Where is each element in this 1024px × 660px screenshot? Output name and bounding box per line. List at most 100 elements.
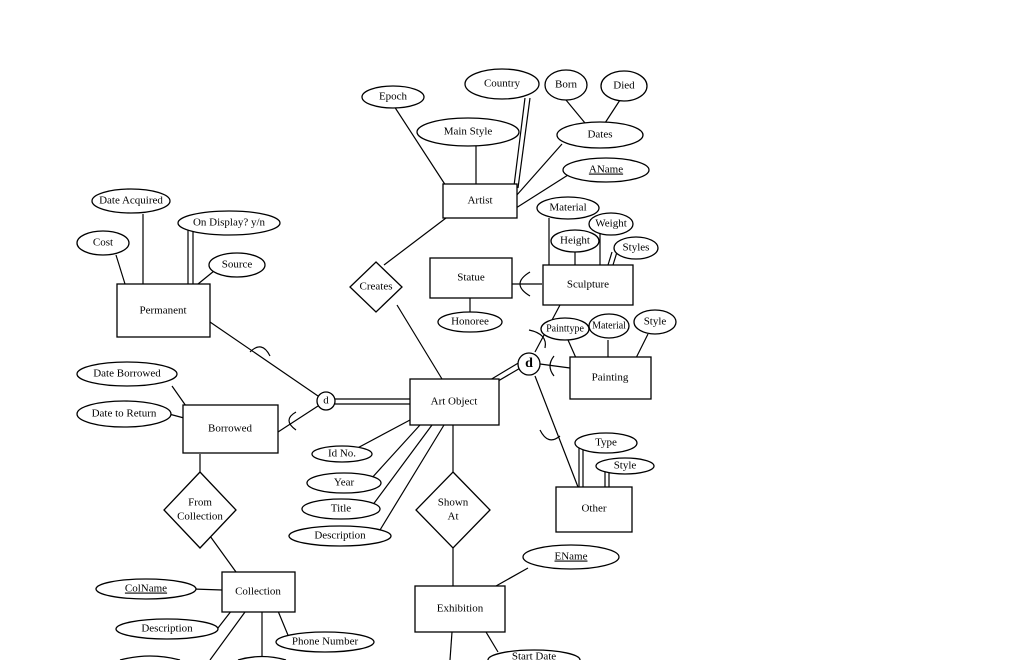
entities: Artist Statue Sculpture Permanent Borrow… — [116, 183, 652, 633]
entity-artist-label: Artist — [467, 195, 492, 207]
arc-borrowed — [288, 411, 297, 431]
attr-description-art: Description — [288, 525, 392, 547]
line-description-artobject — [379, 424, 445, 531]
attr-died-label: Died — [613, 80, 635, 92]
attr-style-painting-label: Style — [644, 316, 667, 328]
line-dateborrowed-borrowed — [171, 385, 187, 407]
line-d2-painting — [539, 363, 571, 369]
attr-colname: ColName — [95, 578, 197, 600]
entity-sculpture: Sculpture — [542, 264, 634, 306]
entity-statue: Statue — [429, 257, 513, 299]
line-creates-artobject — [396, 304, 443, 380]
arc-painting — [549, 355, 555, 377]
relationship-from-collection-label-line1: From — [188, 497, 212, 509]
attr-painttype: Painttype — [540, 317, 590, 341]
line-artobject-d2-1 — [489, 361, 521, 381]
line-epoch-artist — [393, 105, 447, 187]
relationship-shown-at-label-line1: Shown — [438, 497, 469, 509]
line-descriptioncol-collection — [217, 609, 233, 629]
entity-borrowed-label: Borrowed — [208, 423, 252, 435]
attr-ename-label: EName — [555, 551, 588, 563]
attr-date-to-return: Date to Return — [76, 400, 172, 428]
attr-source-label: Source — [222, 259, 253, 271]
attr-partial-middle — [237, 655, 287, 660]
attr-main-style-label: Main Style — [444, 126, 493, 138]
attr-year-label: Year — [334, 477, 355, 489]
attr-aname-label: AName — [589, 164, 623, 176]
line-d2-other — [534, 375, 579, 488]
specializations: d d — [316, 352, 541, 411]
attr-styles: Styles — [613, 236, 659, 260]
attr-dates-label: Dates — [587, 129, 612, 141]
line-died-dates — [604, 99, 621, 124]
attr-on-display: On Display? y/n — [177, 210, 281, 236]
attr-id-no: Id No. — [311, 445, 373, 463]
arc-other — [539, 429, 561, 441]
relationship-creates: Creates — [349, 261, 403, 313]
disjoint-circle-art-object: d — [316, 391, 336, 411]
entity-permanent-label: Permanent — [139, 305, 186, 317]
line-permanent-d — [209, 321, 319, 397]
relationship-creates-label: Creates — [360, 281, 393, 293]
connector-lines — [115, 97, 649, 660]
attr-start-date: Start Date — [487, 649, 581, 660]
line-painttype-painting — [567, 339, 577, 359]
relationships: Creates From Collection Shown At — [163, 261, 491, 549]
relationship-shown-at-label-line2: At — [448, 511, 459, 523]
line-ename-exhibition — [495, 567, 529, 587]
disjoint-circle-type: d — [517, 352, 541, 376]
attributes: Epoch Country Born Died Main Style Dates… — [76, 68, 677, 660]
attr-phone-number: Phone Number — [275, 631, 375, 653]
line-year-artobject — [369, 424, 421, 481]
attr-material-painting: Material — [588, 313, 630, 339]
attr-born-label: Born — [555, 79, 578, 91]
attr-styles-label: Styles — [623, 242, 650, 254]
attr-date-borrowed-label: Date Borrowed — [93, 368, 161, 380]
attr-start-date-label: Start Date — [512, 651, 556, 660]
entity-collection: Collection — [221, 571, 296, 613]
relationship-from-collection-label-line2: Collection — [177, 511, 223, 523]
attr-material-painting-label: Material — [592, 320, 626, 331]
line-colname-collection — [192, 588, 223, 591]
line-styles-sculpture-2 — [612, 251, 618, 266]
attr-description-col-label: Description — [141, 623, 193, 635]
attr-date-to-return-label: Date to Return — [92, 408, 157, 420]
entity-sculpture-label: Sculpture — [567, 279, 609, 291]
attr-material-sculpture: Material — [536, 196, 600, 220]
attr-epoch-label: Epoch — [379, 91, 408, 103]
line-dates-artist — [515, 143, 563, 197]
attr-country-label: Country — [484, 78, 521, 90]
relationship-shown-at: Shown At — [415, 471, 491, 549]
attr-style-other-label: Style — [614, 460, 637, 472]
attr-cost-label: Cost — [93, 237, 113, 249]
entity-art-object: Art Object — [409, 378, 500, 426]
line-country-artist-2 — [517, 97, 531, 189]
line-styles-sculpture-1 — [607, 251, 613, 266]
disjoint-circle-type-label: d — [525, 356, 533, 371]
attr-aname: AName — [562, 157, 650, 183]
attr-on-display-label: On Display? y/n — [193, 217, 266, 229]
entity-exhibition-label: Exhibition — [437, 603, 484, 615]
relationship-from-collection: From Collection — [163, 471, 237, 549]
arc-sculpture — [528, 329, 547, 349]
line-aname-artist — [515, 174, 569, 209]
attr-source: Source — [208, 252, 266, 278]
attr-year: Year — [306, 472, 382, 494]
attr-type: Type — [574, 432, 638, 454]
attr-cost: Cost — [76, 230, 130, 256]
disjoint-circle-art-object-label: d — [323, 395, 329, 407]
attr-honoree-label: Honoree — [451, 316, 489, 328]
line-borrowed-d — [277, 405, 319, 433]
attr-honoree: Honoree — [437, 311, 503, 333]
line-source-permanent — [197, 270, 215, 285]
attr-style-painting: Style — [633, 309, 677, 335]
entity-other: Other — [555, 486, 633, 533]
line-cost-permanent — [115, 254, 126, 285]
attr-description-art-label: Description — [314, 530, 366, 542]
line-style-painting — [635, 333, 649, 359]
attr-weight: Weight — [588, 212, 634, 236]
attr-phone-number-label: Phone Number — [292, 636, 359, 648]
attr-colname-label: ColName — [125, 583, 167, 595]
attr-date-acquired-label: Date Acquired — [99, 195, 163, 207]
